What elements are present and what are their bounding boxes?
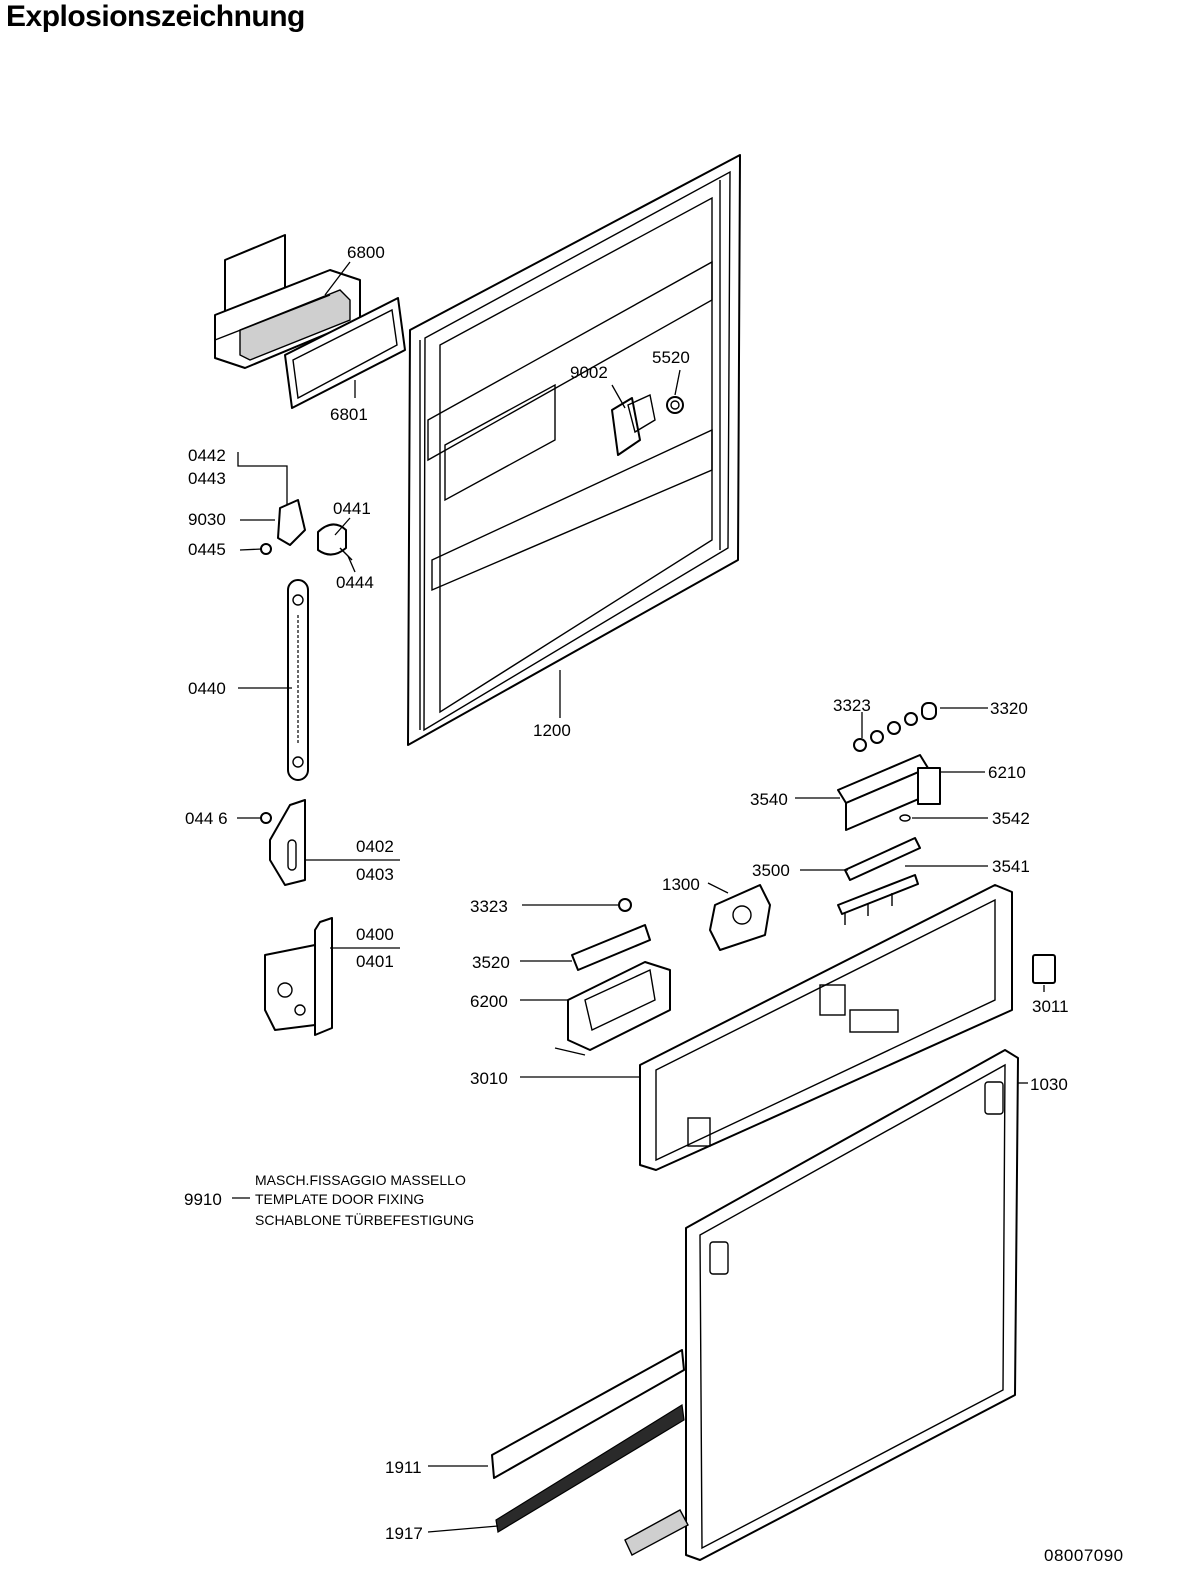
- part-1917-seal: [495, 1404, 685, 1533]
- label-5520: 5520: [652, 348, 690, 367]
- label-3010: 3010: [470, 1069, 508, 1088]
- label-3323-mid: 3323: [470, 897, 508, 916]
- part-0442-hinge-bracket: [277, 499, 306, 546]
- label-6800: 6800: [347, 243, 385, 262]
- label-9030: 9030: [188, 510, 226, 529]
- label-3541: 3541: [992, 857, 1030, 876]
- part-3323-knob-single: [618, 898, 632, 912]
- label-0400: 0400: [356, 925, 394, 944]
- part-5520-nut: [666, 396, 684, 414]
- part-0445-screw: [260, 543, 272, 555]
- note-9910-line2: TEMPLATE DOOR FIXING: [255, 1191, 424, 1207]
- part-3540-button-bar: [837, 754, 929, 831]
- part-0402-hinge-arm: [260, 799, 306, 886]
- part-0441-clip: [317, 523, 353, 561]
- label-0444: 0444: [336, 573, 374, 592]
- part-1030-outer-door: [624, 1049, 1019, 1561]
- label-9002: 9002: [570, 363, 608, 382]
- label-0441: 0441: [333, 499, 371, 518]
- label-6801: 6801: [330, 405, 368, 424]
- label-6200: 6200: [470, 992, 508, 1011]
- part-3010-control-panel: [639, 884, 1013, 1171]
- label-0440: 0440: [188, 679, 226, 698]
- part-3500-board: [844, 837, 921, 881]
- note-9910-line1: MASCH.FISSAGGIO MASSELLO: [255, 1172, 466, 1188]
- label-6210: 6210: [988, 763, 1026, 782]
- label-9910: 9910: [184, 1190, 222, 1209]
- label-0446: 044 6: [185, 809, 228, 828]
- part-3520-button-strip: [571, 924, 651, 971]
- note-9910: MASCH.FISSAGGIO MASSELLO TEMPLATE DOOR F…: [255, 1172, 474, 1228]
- part-6801-gasket: [284, 297, 406, 409]
- part-3542-spring-small: [899, 814, 911, 822]
- part-3323-knobs: [853, 702, 937, 752]
- label-0401: 0401: [356, 952, 394, 971]
- part-1200-inner-door: [407, 154, 741, 746]
- part-6210-switch: [917, 767, 941, 805]
- label-0443: 0443: [188, 469, 226, 488]
- label-1030: 1030: [1030, 1075, 1068, 1094]
- label-1917: 1917: [385, 1524, 423, 1543]
- label-0403: 0403: [356, 865, 394, 884]
- part-6800-dispenser: [214, 234, 361, 369]
- part-1300-motor: [709, 884, 771, 951]
- page-title: Explosionszeichnung: [6, 0, 305, 33]
- label-3540: 3540: [750, 790, 788, 809]
- drawing-number: 08007090: [1044, 1546, 1124, 1565]
- part-3541-bracket: [837, 874, 919, 925]
- label-0445: 0445: [188, 540, 226, 559]
- label-3542: 3542: [992, 809, 1030, 828]
- label-1911: 1911: [385, 1458, 422, 1477]
- label-1200: 1200: [533, 721, 571, 740]
- part-0400-hinge: [264, 917, 333, 1036]
- part-0440-spring: [287, 579, 309, 781]
- label-0402: 0402: [356, 837, 394, 856]
- label-3500: 3500: [752, 861, 790, 880]
- label-3323-top: 3323: [833, 696, 871, 715]
- label-3011: 3011: [1032, 997, 1069, 1016]
- part-9002-latch: [611, 393, 656, 456]
- label-3520: 3520: [472, 953, 510, 972]
- part-labels: 6800 6801 9002 5520 0442 0443 9030 0441 …: [184, 243, 1069, 1543]
- part-6200-module: [554, 961, 671, 1056]
- label-0442: 0442: [188, 446, 226, 465]
- label-1300: 1300: [662, 875, 700, 894]
- note-9910-line3: SCHABLONE TÜRBEFESTIGUNG: [255, 1211, 474, 1228]
- label-3320: 3320: [990, 699, 1028, 718]
- part-1911-strip: [491, 1349, 685, 1479]
- part-3011-clip: [1032, 954, 1056, 984]
- leader-lines: [232, 261, 1045, 1533]
